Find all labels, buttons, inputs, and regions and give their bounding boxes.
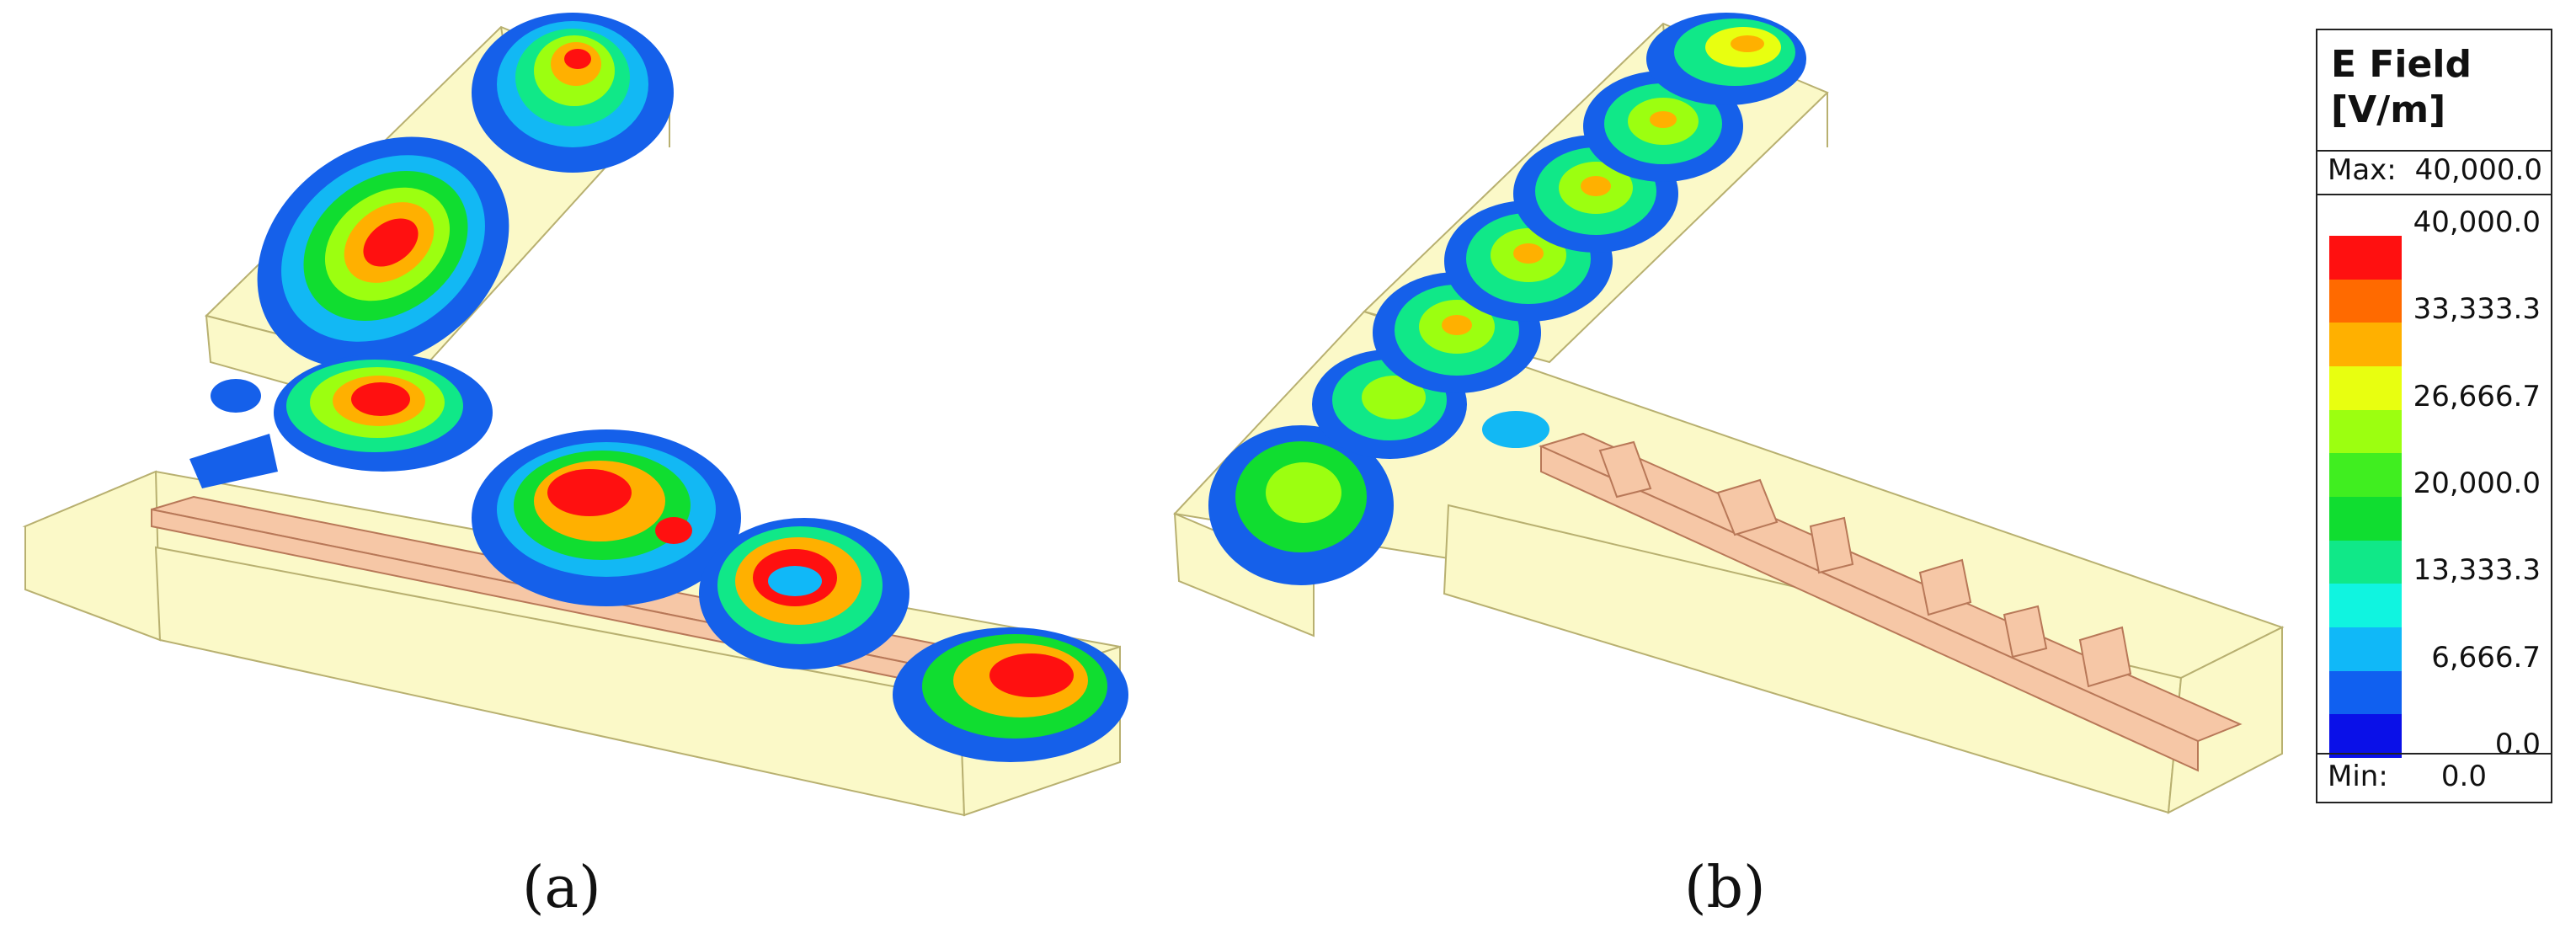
legend-min-value: 0.0 — [2440, 760, 2487, 793]
panel-a-field-blob-top — [472, 13, 674, 173]
legend-color-cell — [2329, 323, 2402, 367]
caption-a: (a) — [522, 855, 601, 921]
panel-b-tjunction-model — [1172, 13, 2285, 814]
legend-title: E Field [V/m] — [2331, 42, 2472, 133]
legend-title-line2: [V/m] — [2331, 88, 2446, 131]
legend-color-cell — [2329, 453, 2402, 498]
legend-color-cell — [2329, 540, 2402, 584]
legend-color-cell — [2329, 279, 2402, 323]
legend-max-label: Max: — [2328, 153, 2397, 187]
legend-color-cell — [2329, 366, 2402, 411]
legend-color-cell — [2329, 670, 2402, 715]
panel-b-field-blob-top — [1646, 13, 1806, 105]
legend-color-cell — [2329, 409, 2402, 454]
legend-color-cell — [2329, 584, 2402, 628]
panel-a-field-blob-upper — [257, 136, 509, 369]
legend-tick-label: 0.0 — [2494, 728, 2541, 761]
legend-color-cell — [2329, 236, 2402, 280]
legend-color-cell — [2329, 627, 2402, 672]
panel-a-field-blob-junction — [189, 354, 493, 488]
panel-a-tjunction-model — [22, 13, 1128, 817]
caption-b: (b) — [1684, 855, 1766, 921]
legend-color-cell — [2329, 714, 2402, 759]
panel-b-field-blob-1 — [1208, 425, 1394, 585]
legend-max-value: 40,000.0 — [2414, 153, 2542, 187]
legend-color-scale — [2329, 219, 2402, 766]
panel-a-field-blob-lower — [699, 518, 909, 669]
panel-a-field-blob-mid — [472, 429, 741, 606]
e-field-legend: E Field [V/m] Max: 40,000.0 40,000.0 33,3… — [2316, 29, 2552, 803]
legend-tick-label: 26,666.7 — [2413, 379, 2541, 413]
legend-color-cell — [2329, 497, 2402, 541]
legend-min-label: Min: — [2328, 760, 2388, 793]
panel-b-copper-strip — [1539, 432, 2243, 772]
legend-tick-label: 13,333.3 — [2413, 553, 2541, 588]
legend-tick-label: 6,666.7 — [2431, 640, 2541, 675]
legend-tick-label: 40,000.0 — [2413, 205, 2541, 239]
legend-title-line1: E Field — [2331, 43, 2472, 86]
legend-tick-label: 33,333.3 — [2413, 292, 2541, 327]
legend-divider — [2317, 150, 2551, 152]
legend-divider — [2317, 753, 2551, 755]
panel-a-field-blob-end — [893, 627, 1128, 762]
legend-divider — [2317, 194, 2551, 195]
legend-tick-label: 20,000.0 — [2413, 467, 2541, 500]
